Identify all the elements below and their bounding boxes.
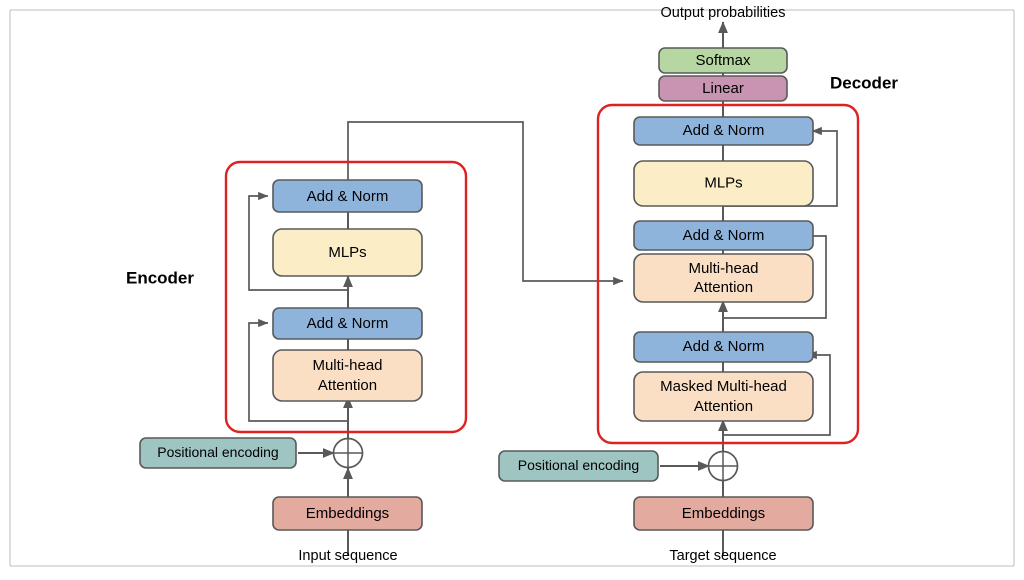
decoder-masked-attention-box[interactable]: Masked Multi-head Attention: [633, 371, 814, 422]
encoder-attention-label-line1: Multi-head: [312, 357, 382, 374]
decoder-group-label: Decoder: [830, 73, 898, 92]
encoder-positional-encoding-box[interactable]: Positional encoding: [139, 437, 297, 469]
decoder-positional-encoding-box[interactable]: Positional encoding: [498, 450, 659, 482]
encoder-residual-1-path: [248, 318, 348, 422]
softmax-label: Softmax: [695, 52, 751, 69]
decoder-residual-2-path: [723, 235, 827, 319]
encoder-mlps-box[interactable]: MLPs: [272, 228, 423, 277]
decoder-sum-operator: [707, 450, 739, 482]
encoder-mlps-label: MLPs: [328, 244, 366, 261]
softmax-box[interactable]: Softmax: [658, 47, 788, 74]
encoder-add-norm-top-box[interactable]: Add & Norm: [272, 179, 423, 213]
decoder-group-boundary: [596, 103, 860, 445]
decoder-cross-attention-label-line2: Attention: [694, 279, 753, 296]
encoder-to-decoder-crossattention-path: [347, 121, 624, 286]
decoder-residual-1-path: [723, 350, 831, 436]
decoder-add-norm-bottom-box[interactable]: Add & Norm: [633, 331, 814, 363]
encoder-attention-label-line2: Attention: [318, 377, 377, 394]
decoder-target-sequence-caption: Target sequence: [669, 548, 776, 564]
encoder-group-label: Encoder: [126, 268, 194, 287]
encoder-positional-encoding-label: Positional encoding: [157, 444, 278, 460]
encoder-add-norm-top-label: Add & Norm: [307, 188, 389, 205]
decoder-cross-attention-label-line1: Multi-head: [688, 260, 758, 277]
encoder-residual-2-path: [248, 191, 348, 291]
encoder-input-sequence-caption: Input sequence: [298, 548, 397, 564]
decoder-add-norm-mid-box[interactable]: Add & Norm: [633, 220, 814, 251]
decoder-add-norm-mid-label: Add & Norm: [683, 227, 765, 244]
decoder-cross-attention-box[interactable]: Multi-head Attention: [633, 253, 814, 303]
encoder-group-boundary: [224, 160, 468, 434]
decoder-embeddings-box[interactable]: Embeddings: [633, 496, 814, 531]
decoder-add-norm-top-box[interactable]: Add & Norm: [633, 116, 814, 146]
encoder-sum-operator: [332, 437, 364, 469]
decoder-mlps-label: MLPs: [704, 174, 742, 191]
decoder-add-norm-top-label: Add & Norm: [683, 122, 765, 139]
encoder-multihead-attention-box[interactable]: Multi-head Attention: [272, 349, 423, 402]
encoder-embeddings-box[interactable]: Embeddings: [272, 496, 423, 531]
encoder-add-norm-bottom-box[interactable]: Add & Norm: [272, 307, 423, 340]
output-probabilities-caption: Output probabilities: [661, 5, 786, 21]
decoder-positional-encoding-label: Positional encoding: [518, 457, 639, 473]
decoder-add-norm-bottom-label: Add & Norm: [683, 338, 765, 355]
encoder-add-norm-bottom-label: Add & Norm: [307, 315, 389, 332]
linear-label: Linear: [702, 80, 744, 97]
linear-box[interactable]: Linear: [658, 75, 788, 102]
decoder-masked-attention-label-line2: Attention: [694, 398, 753, 415]
decoder-mlps-box[interactable]: MLPs: [633, 160, 814, 207]
decoder-embeddings-label: Embeddings: [682, 505, 765, 522]
decoder-masked-attention-label-line1: Masked Multi-head: [660, 378, 787, 395]
encoder-embeddings-label: Embeddings: [306, 505, 389, 522]
